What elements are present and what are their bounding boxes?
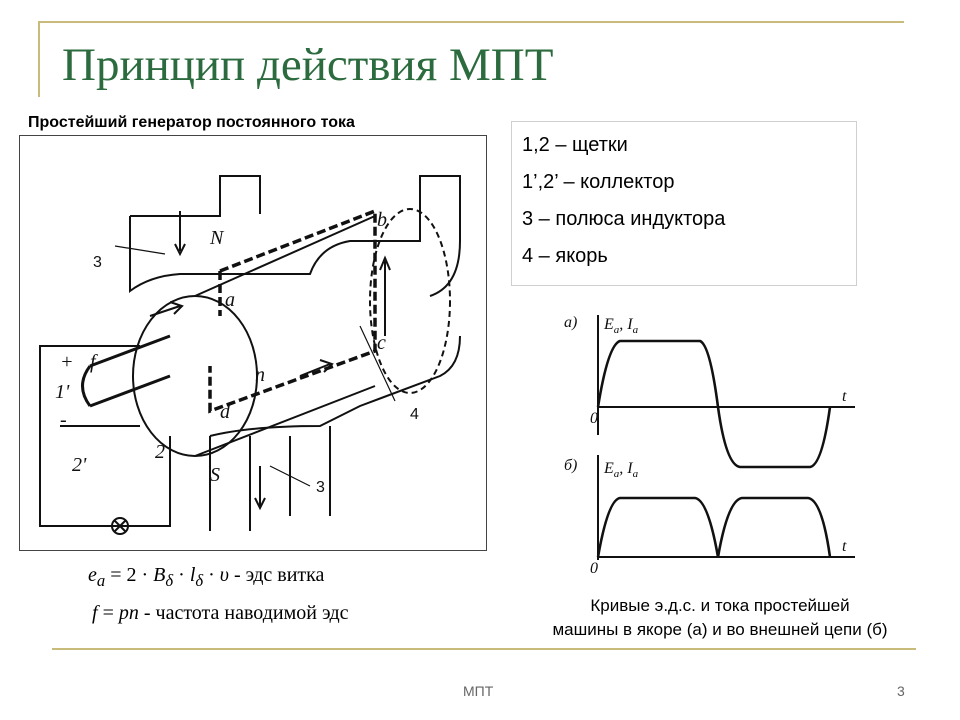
decorative-top-line xyxy=(38,21,904,23)
formula-dot: · xyxy=(173,564,190,586)
formula-B-sub: δ xyxy=(165,571,174,590)
curve-a-label: а) xyxy=(564,314,577,331)
callout-3-lower: 3 xyxy=(316,479,325,496)
formula-f-eq: = xyxy=(97,602,119,624)
figure-subtitle: Простейший генератор постоянного тока xyxy=(28,114,355,131)
curve-b-t-label: t xyxy=(842,538,847,555)
curve-a-origin: 0 xyxy=(590,410,598,427)
label-S: S xyxy=(210,464,220,486)
formula-B: B xyxy=(153,564,166,586)
curve-a-t-label: t xyxy=(842,388,847,405)
formula-v: υ xyxy=(219,564,229,586)
caption-line-2: машины в якоре (а) и во внешней цепи (б) xyxy=(552,620,888,639)
label-c: c xyxy=(377,332,386,354)
commutator xyxy=(81,334,171,408)
curve-a-waveform xyxy=(596,339,832,469)
curve-b-origin: 0 xyxy=(590,560,598,577)
lower-pole xyxy=(209,335,461,437)
curve-b-label: б) xyxy=(564,457,577,474)
decorative-bottom-line xyxy=(52,648,916,650)
armature-end-circle xyxy=(369,208,451,394)
formula-dot-2: · xyxy=(203,564,220,586)
decorative-left-line xyxy=(38,21,40,97)
legend-item-brushes: 1,2 – щетки xyxy=(522,134,628,156)
emf-formula: ea = 2 · Bδ · lδ · υ - эдс витка xyxy=(88,564,324,591)
generator-drawing: N S a b c d n + - f 1' 2' 2 3 4 3 xyxy=(39,175,461,535)
caption-line-1: Кривые э.д.с. и тока простейшей xyxy=(590,596,850,615)
legend-box: 1,2 – щетки 1’,2’ – коллектор 3 – полюса… xyxy=(511,121,857,286)
label-minus: - xyxy=(60,409,67,431)
legend-item-commutator: 1’,2’ – коллектор xyxy=(522,171,675,193)
formula-l-sub: δ xyxy=(195,571,204,590)
formula-frequency-description: - частота наводимой эдс xyxy=(138,602,349,624)
curve-b-waveform xyxy=(596,496,832,558)
label-1-prime: 1' xyxy=(55,381,70,403)
legend-item-armature: 4 – якорь xyxy=(522,245,608,267)
formula-eq: = 2 · xyxy=(105,564,154,586)
formula-pn: pn xyxy=(118,602,139,624)
label-d: d xyxy=(220,401,231,423)
curve-a-axis-label: Ea, Ia xyxy=(603,316,639,336)
formula-f: f xyxy=(92,602,98,624)
formula-e: e xyxy=(88,564,97,586)
frequency-formula: f = pn - частота наводимой эдс xyxy=(92,602,349,625)
armature-coil xyxy=(208,208,377,414)
label-n: n xyxy=(255,364,265,386)
label-2: 2 xyxy=(155,441,165,463)
label-f: f xyxy=(90,351,98,373)
label-plus: + xyxy=(60,351,74,373)
external-circuit xyxy=(39,345,171,527)
generator-diagram: N S a b c d n + - f 1' 2' 2 3 4 3 xyxy=(19,135,487,551)
upper-pole xyxy=(129,175,461,297)
legend-item-poles: 3 – полюса индуктора xyxy=(522,208,726,230)
callout-4: 4 xyxy=(410,406,419,423)
emf-curves-drawing: а) Ea, Ia 0 t б) Ea, Ia 0 t xyxy=(564,314,855,577)
formula-e-sub: a xyxy=(96,571,106,590)
curve-b-axis-label: Ea, Ia xyxy=(603,460,639,480)
emf-curves-figure: а) Ea, Ia 0 t б) Ea, Ia 0 t xyxy=(560,305,874,583)
label-b: b xyxy=(377,209,387,231)
page-number: 3 xyxy=(897,683,905,699)
slide-title: Принцип действия МПТ xyxy=(62,39,554,91)
footer-title: МПТ xyxy=(463,683,494,699)
label-2-prime: 2' xyxy=(72,454,87,476)
label-a: a xyxy=(225,289,235,311)
formula-l: l xyxy=(189,564,196,586)
label-N: N xyxy=(209,227,225,249)
callout-3-upper: 3 xyxy=(93,254,102,271)
formula-emf-description: - эдс витка xyxy=(228,564,325,586)
